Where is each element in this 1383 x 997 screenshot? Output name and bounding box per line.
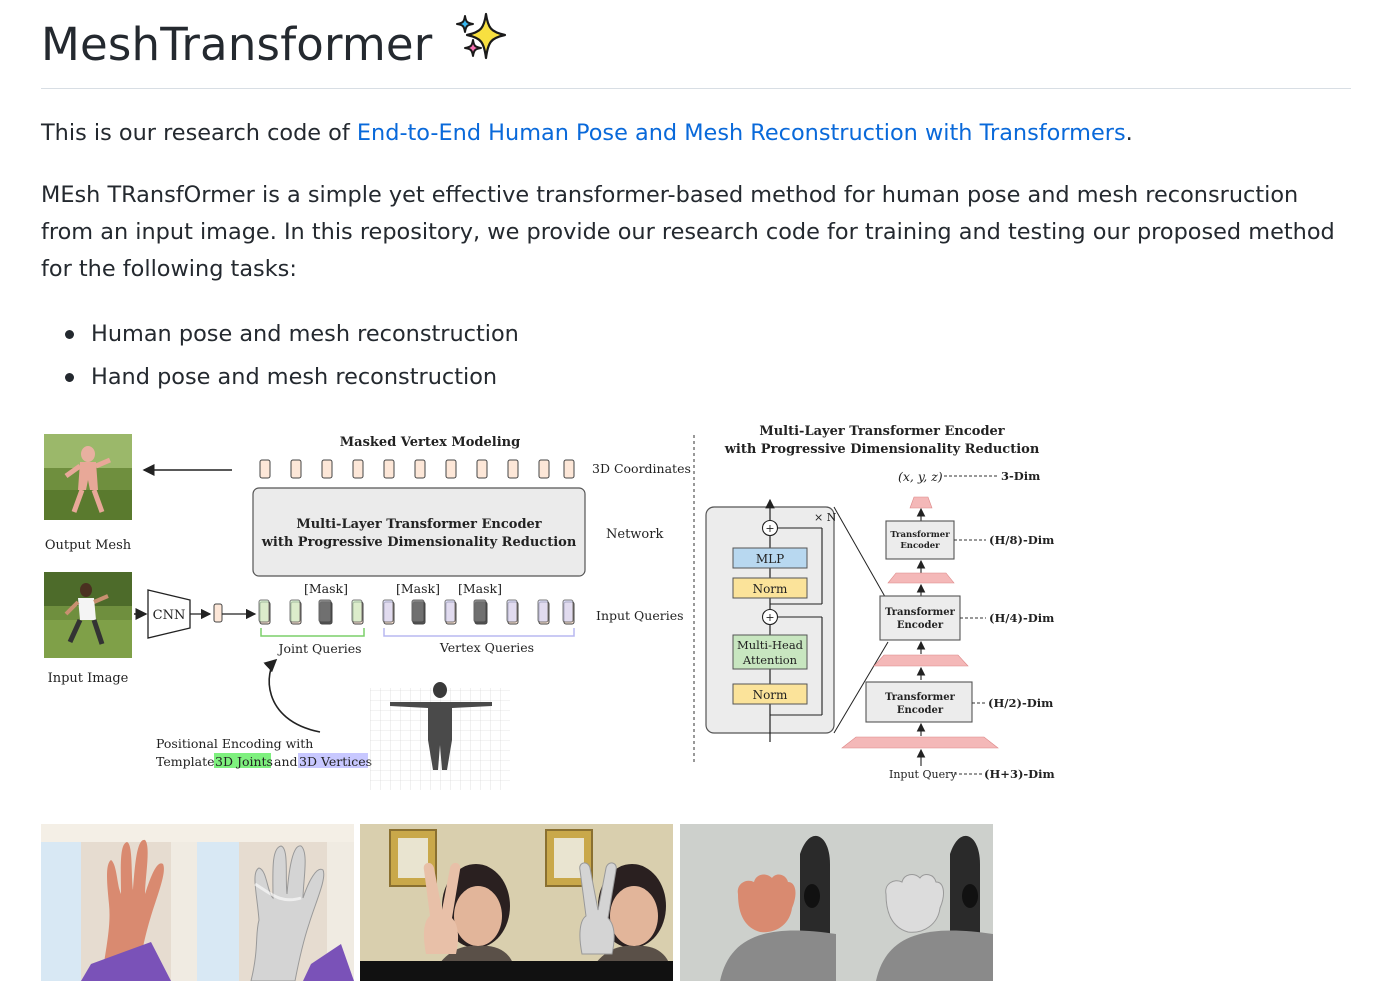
bullet-icon: [65, 330, 74, 339]
pos-enc-and: and: [274, 754, 298, 769]
vertex-queries-label: Vertex Queries: [439, 640, 534, 655]
input-queries-label: Input Queries: [596, 608, 684, 623]
output-mesh-label: Output Mesh: [45, 538, 132, 553]
vertex-query-tokens: [382, 599, 575, 625]
hand-demo-open-palm: [41, 824, 354, 981]
transformer-encoder-block: [885, 520, 955, 560]
hand-demo-peace-sign: [360, 824, 673, 981]
xyz-label: (x, y, z): [898, 469, 943, 484]
dim-h8-label: (H/8)-Dim: [989, 533, 1054, 547]
add-node: +: [765, 611, 774, 624]
hand-demo-fist: [680, 824, 993, 981]
paper-link[interactable]: End-to-End Human Pose and Mesh Reconstru…: [356, 120, 1126, 146]
dim-3-label: 3-Dim: [1001, 469, 1040, 483]
pos-enc-joints: 3D Joints: [215, 754, 273, 769]
attention-block: [732, 634, 808, 670]
description-paragraph: MEsh TRansfOrmer is a simple yet effecti…: [41, 182, 1335, 282]
transformer-label: Transformer: [885, 607, 956, 618]
input-query-label: Input Query: [889, 768, 957, 781]
encoder-title-line1: Multi-Layer Transformer Encoder: [296, 517, 541, 532]
mask-label: [Mask]: [458, 581, 502, 596]
list-item: Hand pose and mesh reconstruction: [41, 356, 519, 399]
intro-suffix: .: [1125, 120, 1133, 146]
title-divider: [41, 88, 1351, 89]
mlp-block: [732, 547, 808, 569]
network-label: Network: [606, 527, 663, 542]
intro-prefix: This is our research code of: [41, 120, 357, 146]
right-title-line1: Multi-Layer Transformer Encoder: [759, 424, 1004, 439]
add-node: +: [765, 522, 774, 535]
attention-label-line2: Attention: [742, 653, 798, 667]
sparkles-icon: [453, 12, 511, 78]
template-mesh-image: [370, 682, 510, 790]
output-tokens: [259, 459, 575, 479]
intro-paragraph: This is our research code of End-to-End …: [41, 115, 1351, 152]
transformer-label: Transformer: [890, 530, 950, 540]
cnn-block: [147, 589, 191, 639]
attention-label-line1: Multi-Head: [737, 638, 804, 652]
times-n-label: × N: [814, 511, 837, 524]
page-title: MeshTransformer: [41, 12, 511, 78]
encoder-label: Encoder: [897, 620, 944, 631]
transformer-encoder-block: [879, 595, 961, 641]
vertex-bracket: [383, 628, 575, 637]
encoder-title-line2: with Progressive Dimensionality Reductio…: [261, 535, 577, 550]
coords-3d-label: 3D Coordinates: [592, 461, 691, 476]
right-title-line2: with Progressive Dimensionality Reductio…: [724, 442, 1040, 457]
dim-h4-label: (H/4)-Dim: [989, 611, 1054, 625]
pos-enc-template: Template: [156, 754, 215, 769]
input-image: [44, 572, 132, 658]
encoder-label: Encoder: [897, 705, 944, 716]
input-image-label: Input Image: [48, 671, 129, 686]
joint-queries-label: Joint Queries: [276, 641, 361, 656]
title-text: MeshTransformer: [41, 18, 433, 71]
pos-enc-vertices: 3D Vertices: [299, 754, 372, 769]
dim-h3-label: (H+3)-Dim: [984, 767, 1055, 781]
transformer-encoder-block: [865, 681, 973, 723]
task-label: Human pose and mesh reconstruction: [91, 321, 519, 347]
norm-block: [732, 683, 808, 705]
norm-label: Norm: [753, 688, 788, 702]
encoder-label: Encoder: [900, 541, 940, 551]
output-mesh-image: [44, 434, 132, 520]
mask-label: [Mask]: [396, 581, 440, 596]
joint-bracket: [260, 628, 365, 637]
pos-enc-line1: Positional Encoding with: [156, 736, 313, 751]
norm-block: [732, 577, 808, 599]
mask-label: [Mask]: [304, 581, 348, 596]
mlp-label: MLP: [756, 552, 784, 566]
list-item: Human pose and mesh reconstruction: [41, 313, 519, 356]
architecture-diagram: Output Mesh Input Image Masked Vertex Mo…: [44, 424, 1055, 790]
transformer-label: Transformer: [885, 692, 956, 703]
joint-query-tokens: [258, 599, 364, 625]
task-list: Human pose and mesh reconstruction Hand …: [41, 313, 519, 399]
masked-vertex-modeling-label: Masked Vertex Modeling: [340, 435, 520, 450]
cnn-label: CNN: [153, 608, 186, 623]
task-label: Hand pose and mesh reconstruction: [91, 364, 498, 390]
dim-h2-label: (H/2)-Dim: [988, 696, 1053, 710]
bullet-icon: [65, 373, 74, 382]
norm-label: Norm: [753, 582, 788, 596]
encoder-box: [252, 487, 586, 577]
